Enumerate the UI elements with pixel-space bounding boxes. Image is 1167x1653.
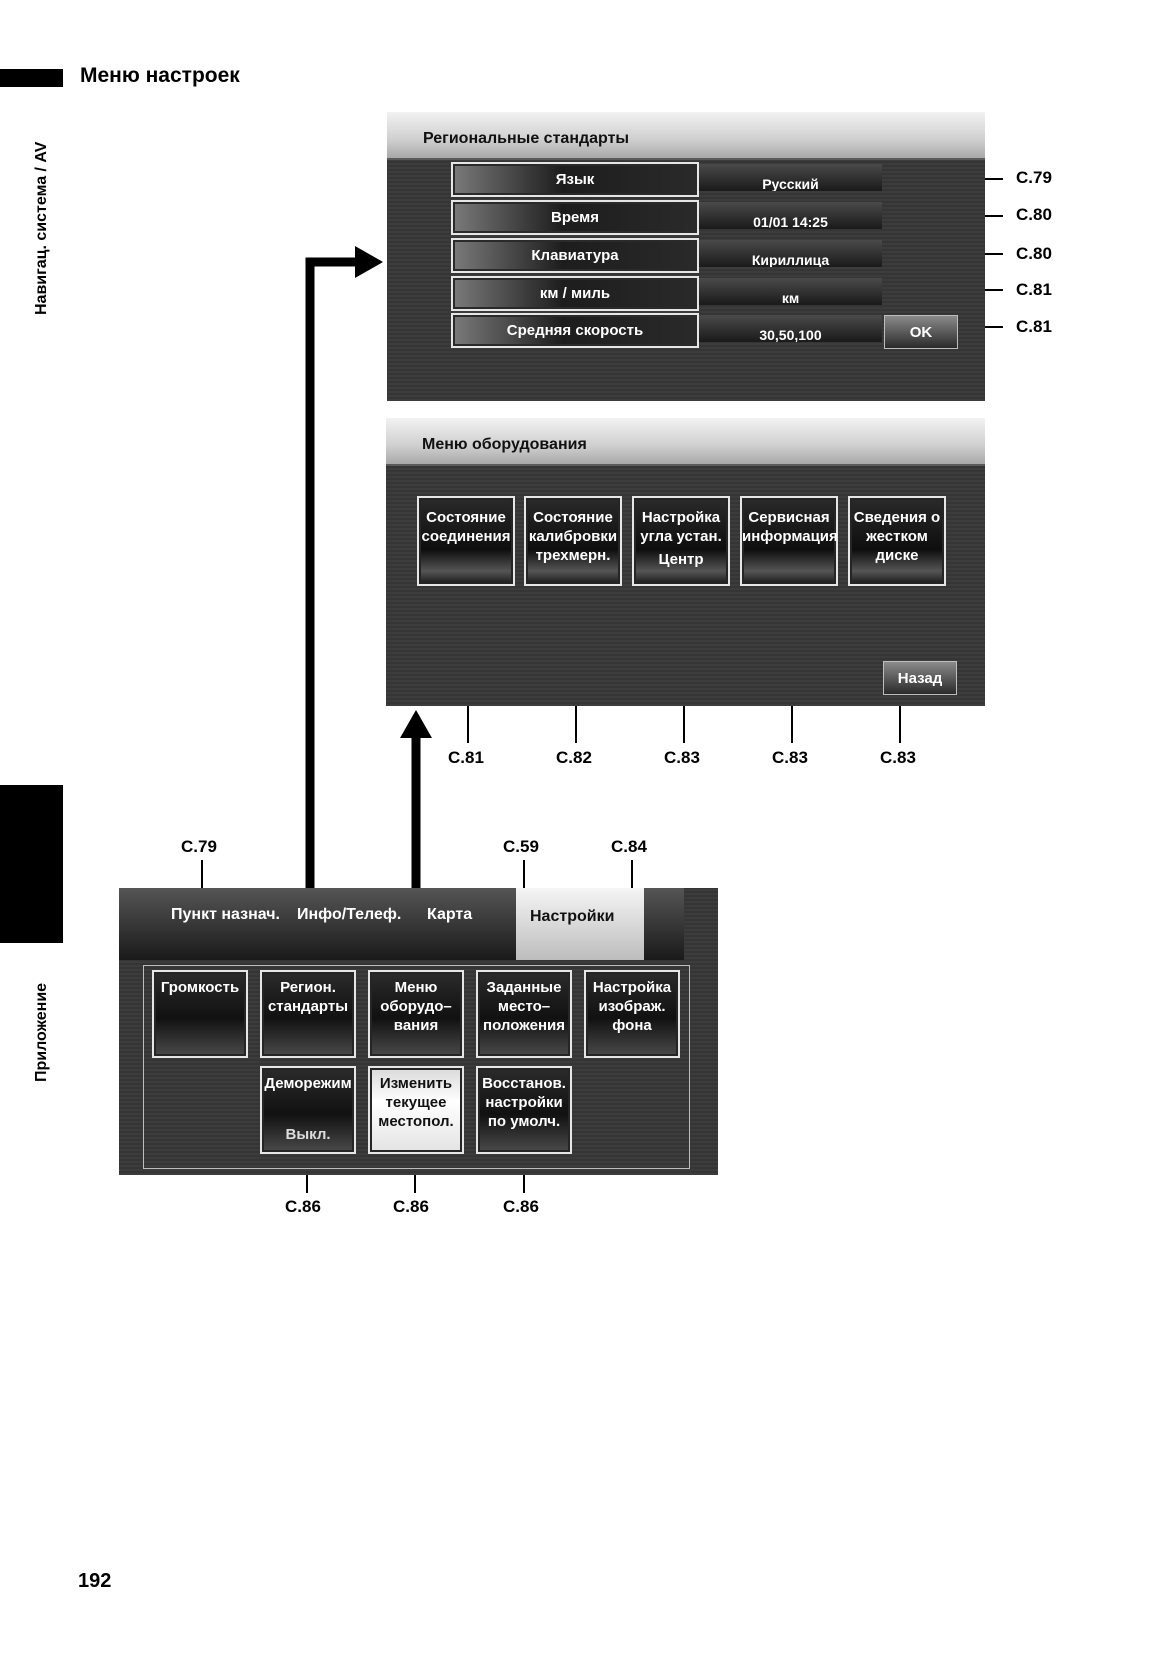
button-label: км / миль [539,285,611,302]
tab-map[interactable]: Карта [427,906,473,923]
back-button[interactable]: Назад [883,661,957,695]
settings-button-grid-frame [143,965,690,1169]
button-label: Средняя скорость [506,322,644,339]
tab-info-phone[interactable]: Инфо/Телеф. [297,906,402,923]
section-title: Меню настроек [80,64,240,87]
volume-button[interactable]: Громкость [152,970,248,1058]
ref-keyboard: C.80 [1016,244,1052,263]
ref-hard-disk-info: C.83 [880,748,916,767]
keyboard-value: Кириллица [699,240,882,267]
button-label: Язык [555,171,595,188]
ref-time: C.80 [1016,205,1052,224]
ok-button[interactable]: OK [884,315,958,349]
button-label: Время [551,209,599,226]
language-value: Русский [699,164,882,191]
regional-standards-button[interactable]: Регион.стандарты [260,970,356,1058]
time-value: 01/01 14:25 [699,202,882,229]
screen-header: Меню оборудования [386,418,985,466]
km-miles-value: км [699,278,882,305]
ref-language: C.79 [1016,168,1052,187]
ref-volume: C.79 [181,837,217,856]
demo-mode-value: Выкл. [285,1126,331,1143]
side-tab-top-bar [0,69,63,87]
ref-restore-defaults: C.86 [503,1197,539,1216]
ref-connection-status: C.81 [448,748,484,767]
settings-screen: Пункт назнач. Инфо/Телеф. Карта Настройк… [119,888,718,1175]
ref-background: C.84 [611,837,647,856]
mounting-angle-value: Центр [658,551,704,568]
demo-mode-button[interactable]: Деморежим Выкл. [260,1066,356,1154]
ref-average-speed: C.81 [1016,317,1052,336]
screen-title: Меню оборудования [422,436,587,453]
ref-service-info: C.83 [772,748,808,767]
average-speed-value: 30,50,100 [699,315,882,342]
km-miles-button[interactable]: км / миль [451,276,699,311]
tab-settings[interactable]: Настройки [516,888,644,960]
ref-km-miles: C.81 [1016,280,1052,299]
tab-destination[interactable]: Пункт назнач. [171,906,280,923]
ref-demo-mode: C.86 [285,1197,321,1216]
regional-standards-screen: Региональные стандарты Язык Русский Врем… [387,112,985,401]
page-number: 192 [78,1570,112,1592]
ref-mounting-angle: C.83 [664,748,700,767]
language-button[interactable]: Язык [451,162,699,197]
tab-settings-label: Настройки [530,908,615,925]
average-speed-button[interactable]: Средняя скорость [451,313,699,348]
ref-change-location: C.86 [393,1197,429,1216]
screen-title: Региональные стандарты [423,130,630,147]
side-tab-bottom-bar [0,785,63,943]
button-label: Клавиатура [531,247,619,264]
time-button[interactable]: Время [451,200,699,235]
ref-3d-calibration: C.82 [556,748,592,767]
keyboard-button[interactable]: Клавиатура [451,238,699,273]
screen-header: Региональные стандарты [387,112,985,160]
ref-preset-locations: C.59 [503,837,539,856]
